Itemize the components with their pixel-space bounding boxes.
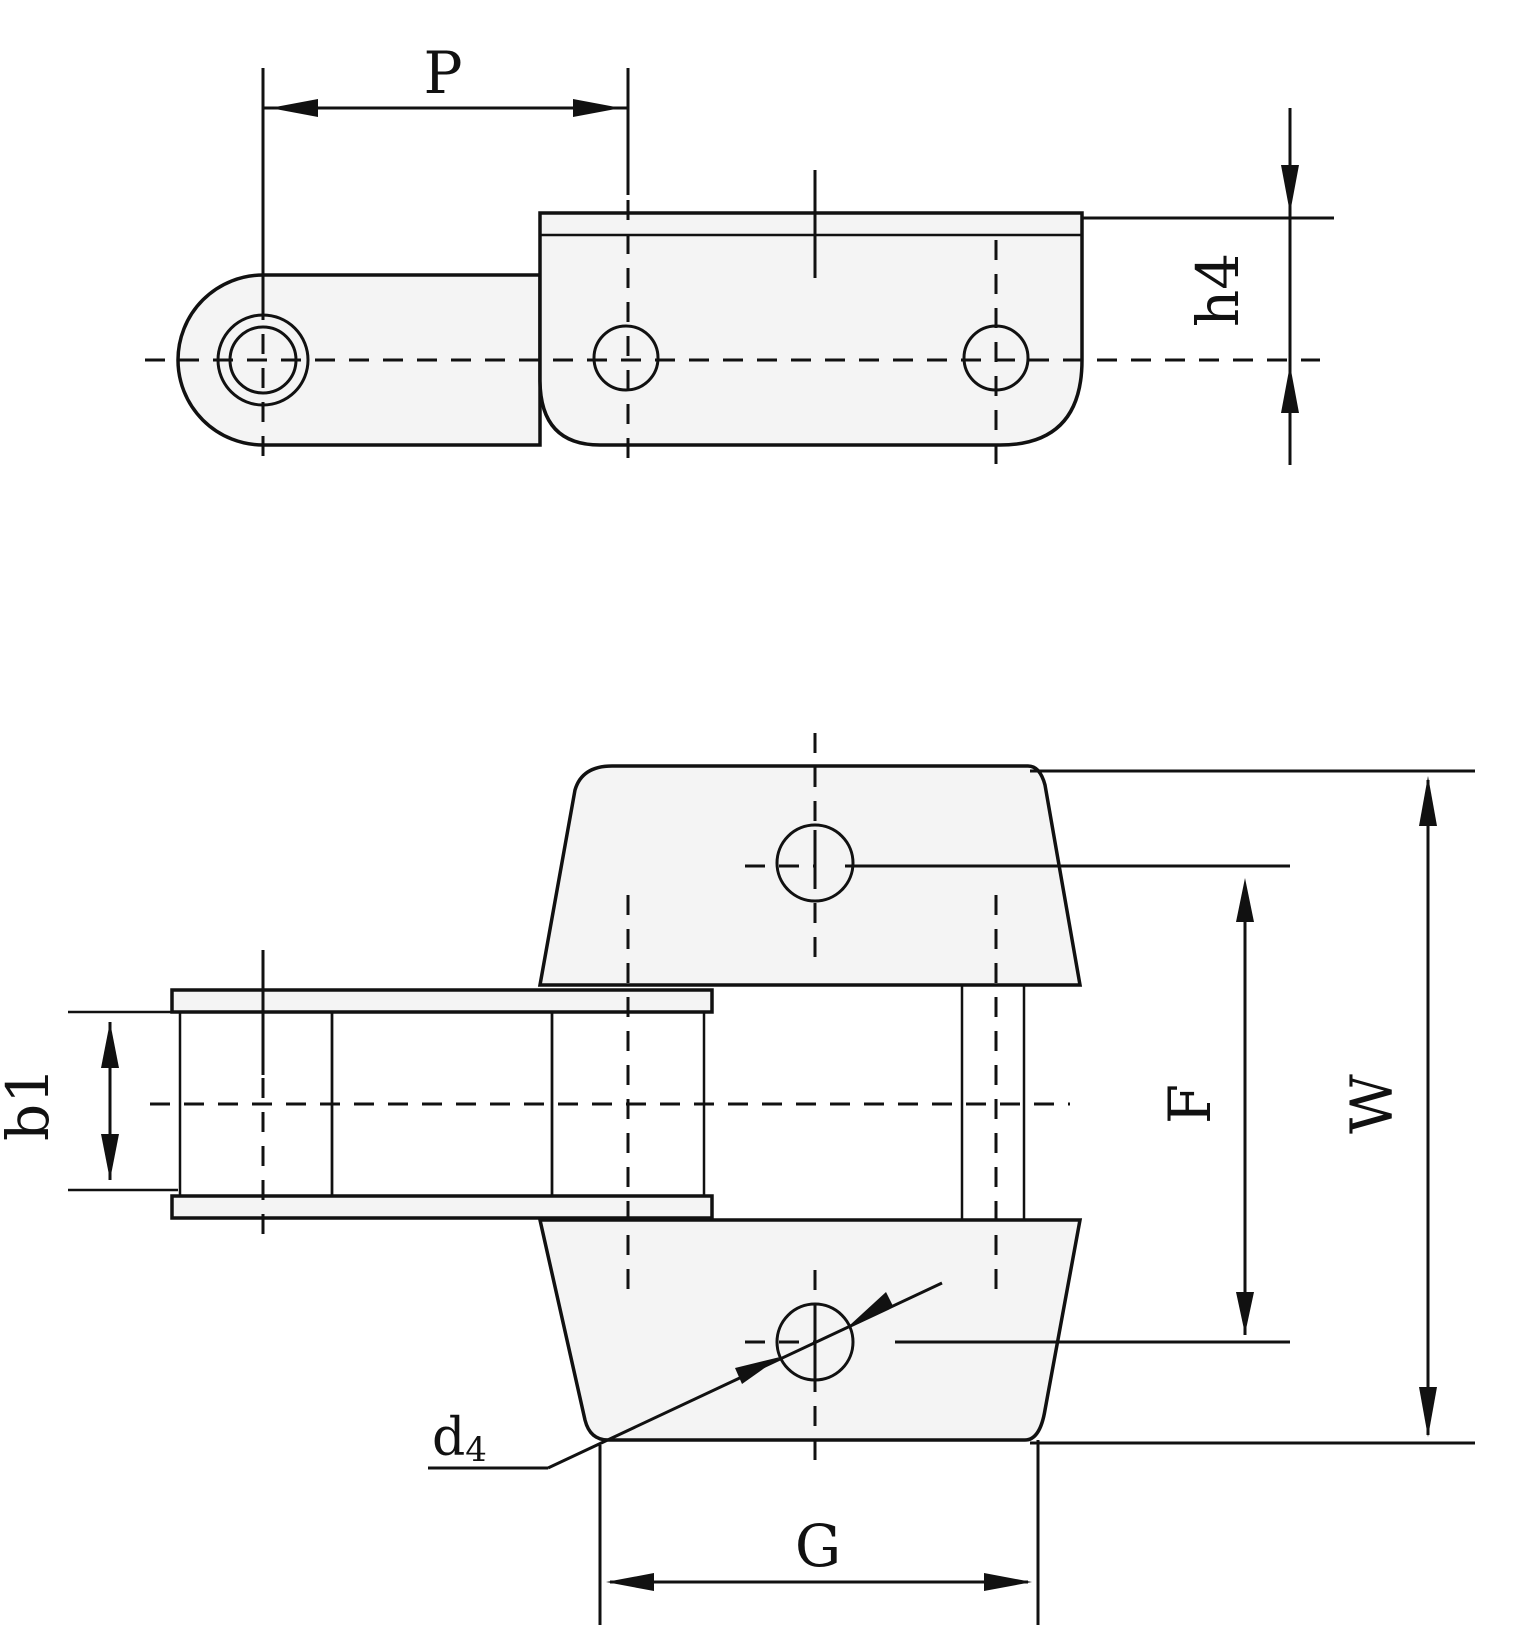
f-arrow-top [1236, 878, 1254, 922]
b1-arrow-top [101, 1022, 119, 1068]
g-arrow-right [984, 1573, 1032, 1591]
w-arrow-top [1419, 776, 1437, 826]
pitch-arrow-right [573, 99, 621, 117]
total-width-label: W [1338, 1074, 1406, 1134]
lower-attachment-wing [537, 1218, 1083, 1442]
d4-arrow-1 [735, 1357, 780, 1384]
pitch-label: P [423, 39, 462, 107]
outer-plate-bottom [170, 1194, 714, 1220]
plan-view: b1 F W d4 G [0, 733, 1475, 1625]
hole-diameter-sub: 4 [465, 1430, 487, 1470]
d4-arrow-2 [850, 1292, 893, 1325]
b1-arrow-bottom [101, 1134, 119, 1180]
w-arrow-bottom [1419, 1387, 1437, 1437]
attachment-hole-1 [592, 324, 660, 392]
upper-attachment-wing [537, 764, 1083, 987]
f-arrow-bottom [1236, 1292, 1254, 1334]
inner-width-label: b1 [0, 1067, 62, 1141]
height-arrow-bottom [1281, 365, 1299, 413]
g-arrow-left [606, 1573, 654, 1591]
hole-spacing-label: F [1156, 1084, 1224, 1124]
height-label: h4 [1184, 253, 1252, 327]
right-pin [960, 983, 1026, 1222]
upper-attachment-hole [775, 823, 855, 903]
pitch-arrow-left [270, 99, 318, 117]
outer-plate-top [170, 988, 714, 1014]
attachment-length-label: G [795, 1512, 841, 1580]
attachment-plate [538, 211, 1084, 447]
height-arrow-top [1281, 165, 1299, 213]
hole-diameter-main: d [432, 1408, 465, 1468]
hole-diameter-label: d4 [432, 1408, 487, 1470]
side-view: P h4 [145, 39, 1334, 468]
